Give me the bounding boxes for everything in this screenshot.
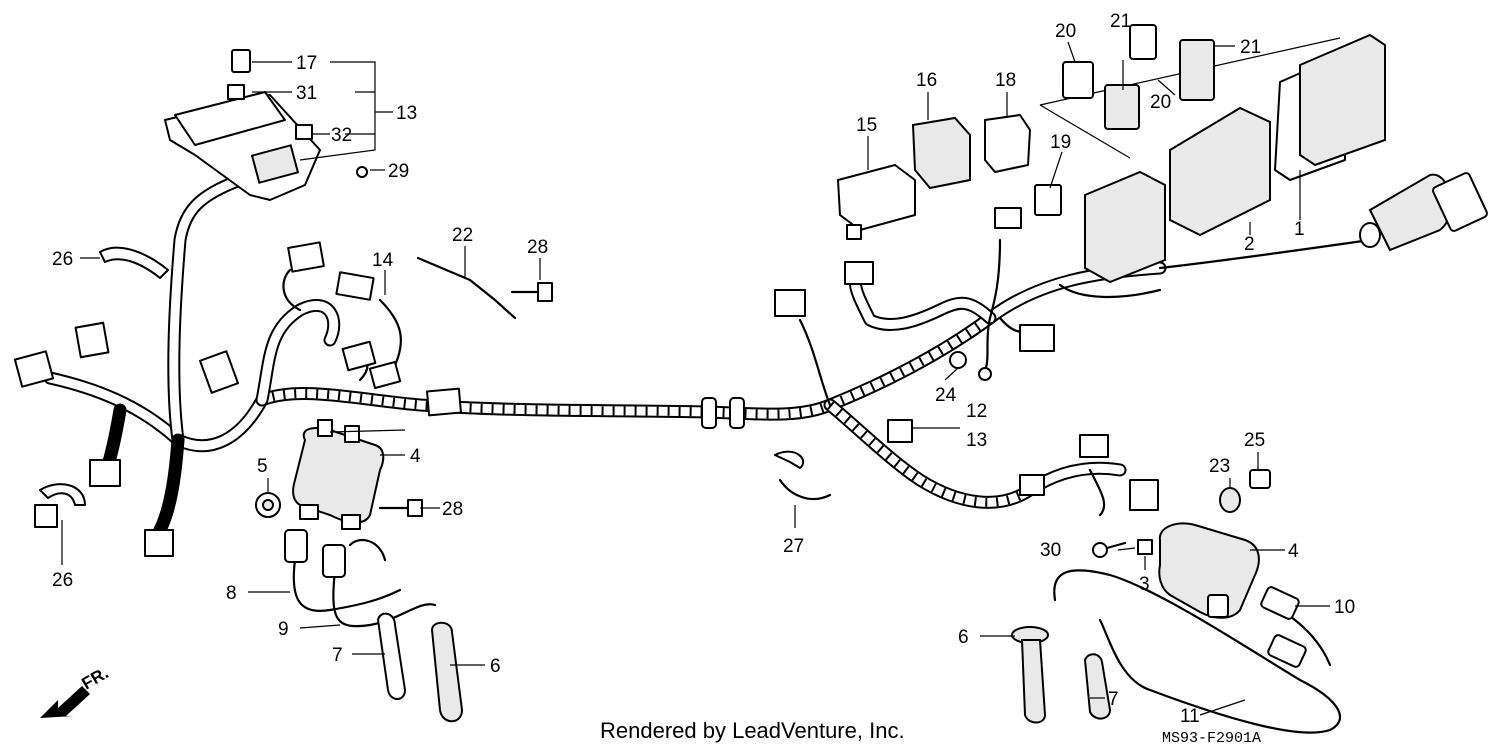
callout-21: 21	[1240, 37, 1261, 58]
bolt-30	[1092, 541, 1127, 558]
nut-25	[1249, 469, 1271, 489]
callout-28: 28	[527, 237, 548, 258]
callout-29: 29	[388, 161, 409, 182]
connector	[774, 289, 806, 317]
bracket-22	[416, 256, 517, 320]
ignition-module	[1359, 172, 1488, 252]
connector-19	[1034, 184, 1062, 216]
ignition-coil-left	[292, 419, 385, 530]
thin-wires	[282, 238, 1372, 517]
callout-24: 24	[935, 385, 957, 406]
fuse-icon	[227, 84, 245, 100]
front-direction-arrow-icon	[40, 686, 90, 718]
relay-20	[1129, 24, 1157, 60]
clamp-27	[774, 450, 832, 501]
callout-28: 28	[442, 499, 463, 520]
callout-7: 7	[332, 645, 343, 666]
callout-15: 15	[856, 115, 877, 136]
connector	[994, 207, 1022, 229]
callout-8: 8	[226, 583, 237, 604]
callout-13: 13	[966, 430, 987, 451]
callout-4: 4	[410, 446, 421, 467]
callout-numbers: 17 31 32 13 29 26 26 14 22 28 28 5 4 8 9…	[52, 11, 1355, 727]
clip-3	[1137, 539, 1153, 555]
ignition-coil-right	[1158, 522, 1260, 619]
connector	[1019, 324, 1055, 352]
fuse-icon	[295, 124, 313, 140]
callout-26: 26	[52, 249, 73, 270]
relay-21	[1179, 39, 1215, 101]
callout-6: 6	[490, 656, 501, 677]
main-wire-harness	[43, 173, 1167, 537]
clamp-26	[99, 246, 169, 279]
callout-20: 20	[1150, 92, 1171, 113]
callout-9: 9	[278, 619, 289, 640]
callout-32: 32	[331, 125, 352, 146]
relay-21	[1104, 84, 1140, 130]
callout-6: 6	[958, 627, 969, 648]
bolt-24	[949, 351, 967, 369]
clamp-26	[39, 483, 86, 506]
callout-10: 10	[1334, 597, 1355, 618]
grommet	[729, 397, 745, 429]
credit-text: Rendered by LeadVenture, Inc.	[600, 718, 905, 743]
callout-4: 4	[1288, 541, 1299, 562]
diagram-code: MS93-F2901A	[1162, 730, 1261, 747]
connector-14	[335, 271, 375, 301]
screw-icon	[356, 166, 368, 178]
collar-23	[1219, 487, 1241, 513]
grommet	[701, 397, 717, 429]
callout-11: 11	[1180, 706, 1200, 727]
connector	[1079, 434, 1109, 458]
fuse-box	[164, 49, 368, 201]
callout-12: 12	[966, 401, 987, 422]
callout-31: 31	[296, 83, 317, 104]
relay-18	[984, 114, 1031, 173]
spark-plug-leads-right	[1011, 569, 1341, 734]
relay-20	[1062, 61, 1094, 99]
callout-27: 27	[783, 536, 804, 557]
callout-26: 26	[52, 570, 73, 591]
callout-17: 17	[296, 53, 317, 74]
callout-16: 16	[916, 70, 937, 91]
callout-3: 3	[1139, 574, 1150, 595]
callout-22: 22	[452, 225, 473, 246]
igniter-unit-2	[1169, 106, 1271, 237]
clamp-26	[34, 504, 58, 528]
bolt-28	[378, 499, 423, 517]
fuse-cover-icon	[231, 49, 251, 73]
callout-23: 23	[1209, 456, 1230, 477]
relay-16	[911, 116, 971, 190]
callout-19: 19	[1050, 132, 1071, 153]
callout-20: 20	[1055, 21, 1076, 42]
callout-1: 1	[1294, 219, 1305, 240]
callout-21: 21	[1110, 11, 1131, 32]
spark-plug-leads-left	[284, 529, 464, 723]
bolt-28	[510, 282, 553, 302]
callout-30: 30	[1040, 540, 1061, 561]
connector-12	[887, 419, 913, 443]
connector	[844, 261, 874, 285]
callout-7: 7	[1108, 689, 1119, 710]
leader-lines	[61, 41, 1330, 716]
connector	[1129, 479, 1159, 511]
callout-13: 13	[396, 103, 417, 124]
control-box	[1084, 170, 1166, 284]
callout-25: 25	[1244, 430, 1265, 451]
connector	[1019, 474, 1045, 496]
callout-5: 5	[257, 456, 268, 477]
callout-18: 18	[995, 70, 1016, 91]
callout-14: 14	[372, 250, 394, 271]
callout-2: 2	[1244, 234, 1255, 255]
left-connectors	[13, 241, 462, 557]
relay-15	[837, 164, 916, 231]
